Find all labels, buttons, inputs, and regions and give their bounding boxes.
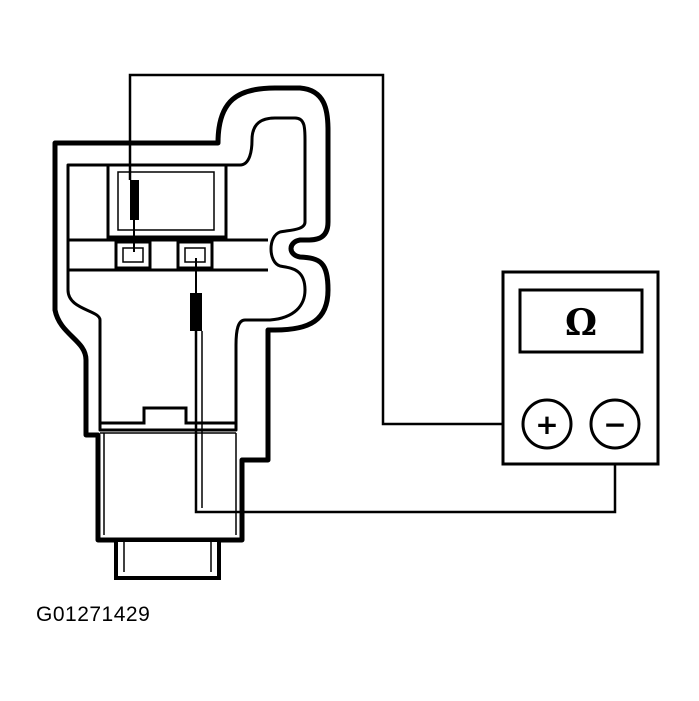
sensor-housing-inner bbox=[66, 116, 307, 432]
probe-left-tip bbox=[130, 180, 139, 220]
sensor-housing-outline bbox=[52, 85, 331, 543]
sensor-tip bbox=[114, 538, 221, 580]
negative-terminal bbox=[589, 398, 641, 450]
sensor-lower-body bbox=[100, 406, 236, 425]
negative-terminal-label: − bbox=[603, 408, 626, 441]
connector-window-inner bbox=[117, 171, 215, 231]
wire-negative bbox=[194, 331, 617, 514]
wire-positive bbox=[128, 73, 520, 426]
ohmmeter-symbol: Ω bbox=[565, 302, 597, 344]
positive-terminal bbox=[521, 398, 573, 450]
figure-id: G01271429 bbox=[36, 603, 151, 626]
connector-window bbox=[106, 163, 228, 239]
ohmmeter-display bbox=[518, 288, 644, 354]
probe-right-tip bbox=[190, 293, 202, 331]
positive-terminal-label: + bbox=[535, 408, 558, 441]
